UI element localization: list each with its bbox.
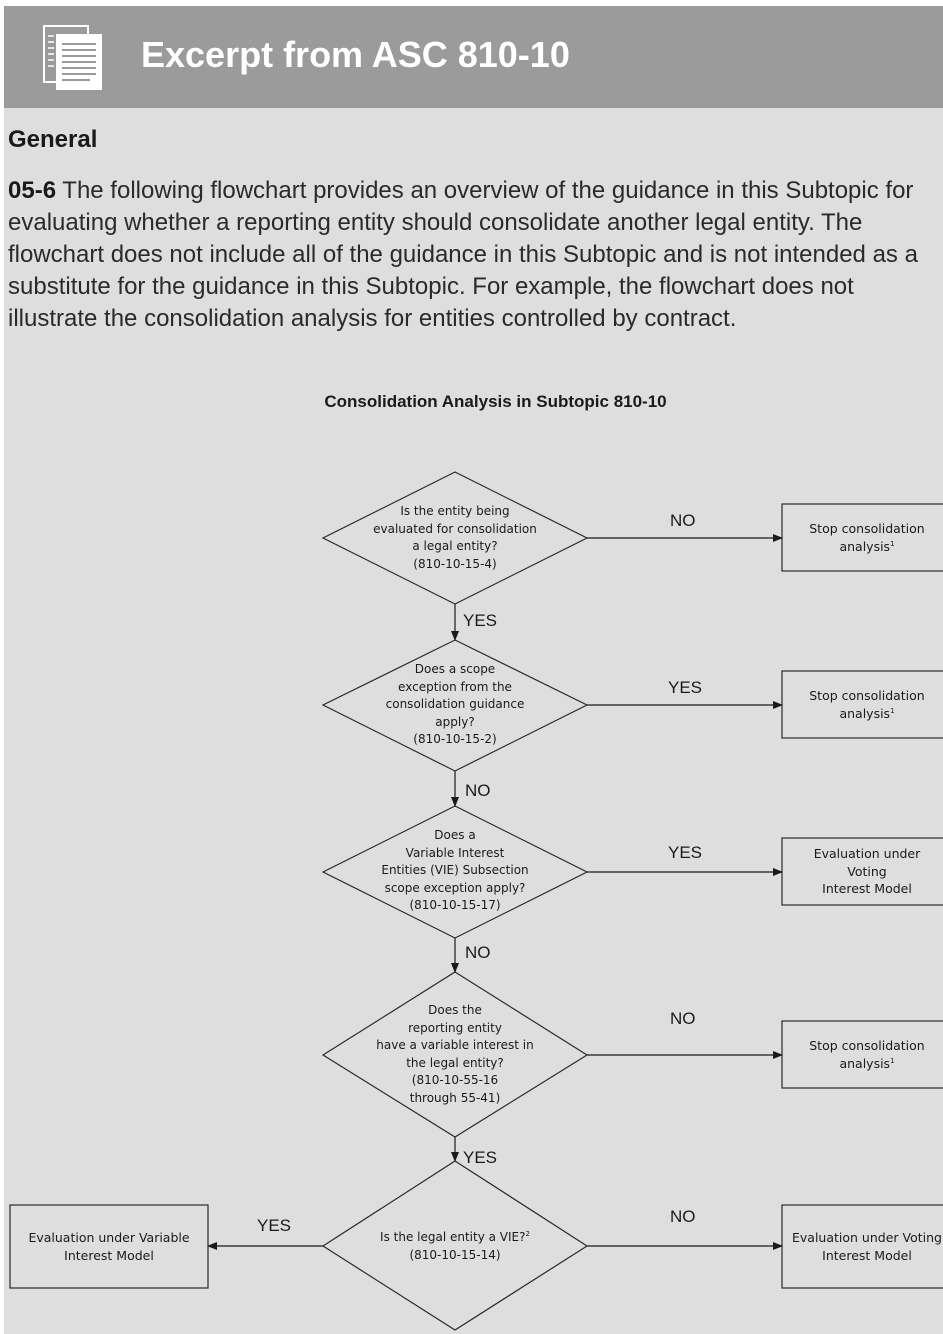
paragraph: 05-6 The following flowchart provides an… bbox=[8, 175, 943, 335]
edge-label-d4-right: NO bbox=[670, 1009, 696, 1028]
document-page: Excerpt from ASC 810-10 General 05-6 The… bbox=[4, 6, 943, 1334]
edge-label-d1-down: YES bbox=[463, 611, 498, 630]
edge-label-d5-left: YES bbox=[257, 1216, 292, 1235]
decision-diamond-is-vie bbox=[321, 1160, 589, 1331]
excerpt-header: Excerpt from ASC 810-10 bbox=[4, 6, 943, 108]
document-icon bbox=[43, 25, 102, 90]
section-heading: General bbox=[8, 126, 98, 153]
flowchart-title: Consolidation Analysis in Subtopic 810-1… bbox=[324, 392, 667, 411]
outcome-6-text: Evaluation under Variable Interest Model bbox=[28, 1230, 190, 1263]
outcome-4-text: Stop consolidation analysis1 bbox=[809, 1038, 925, 1071]
edge-label-d3-right: YES bbox=[668, 843, 703, 862]
decision-2-text: Does a scope exception from the consolid… bbox=[385, 662, 525, 746]
header-title: Excerpt from ASC 810-10 bbox=[141, 34, 570, 75]
outcome-3-text: Evaluation under Voting Interest Model bbox=[813, 846, 921, 896]
outcome-5-text: Evaluation under Voting Interest Model bbox=[792, 1230, 942, 1263]
edge-label-d3-down: NO bbox=[465, 943, 491, 962]
decision-3-text: Does a Variable Interest Entities (VIE) … bbox=[381, 828, 529, 912]
decision-5-text: Is the legal entity a VIE?2 (810-10-15-1… bbox=[380, 1230, 530, 1262]
outcome-1-text: Stop consolidation analysis1 bbox=[809, 521, 925, 554]
flowchart bbox=[9, 471, 943, 1331]
edge-label-d4-down: YES bbox=[463, 1148, 498, 1167]
edge-label-d1-right: NO bbox=[670, 511, 696, 530]
edge-label-d5-right: NO bbox=[670, 1207, 696, 1226]
edge-label-d2-right: YES bbox=[668, 678, 703, 697]
paragraph-number: 05-6 bbox=[8, 177, 57, 204]
decision-1-text: Is the entity being evaluated for consol… bbox=[373, 504, 537, 571]
decision-4-text: Does the reporting entity have a variabl… bbox=[376, 1003, 534, 1105]
edge-label-d2-down: NO bbox=[465, 781, 491, 800]
paragraph-text: The following flowchart provides an over… bbox=[8, 177, 918, 332]
outcome-2-text: Stop consolidation analysis1 bbox=[809, 688, 925, 721]
